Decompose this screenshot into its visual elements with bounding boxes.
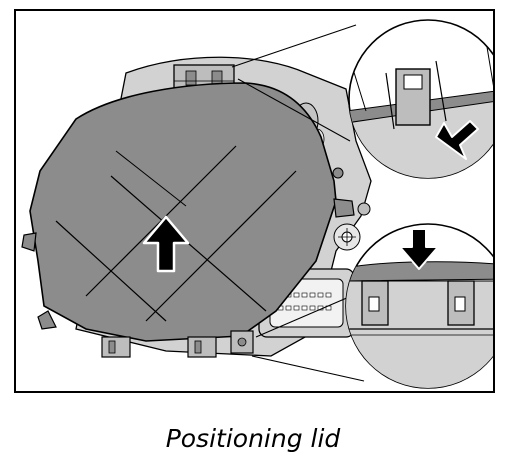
up-arrow-icon (142, 215, 190, 273)
detail-view-bottom (345, 223, 493, 389)
leader-lines (231, 24, 365, 382)
detail-view-top (348, 19, 493, 179)
down-arrow-icon (399, 228, 439, 270)
figure-caption: Positioning lid (165, 424, 341, 453)
diagonal-arrow-icon (435, 120, 479, 160)
lid-tabs (21, 198, 355, 358)
illustration-frame (14, 9, 495, 393)
lid-illustration (21, 19, 493, 389)
